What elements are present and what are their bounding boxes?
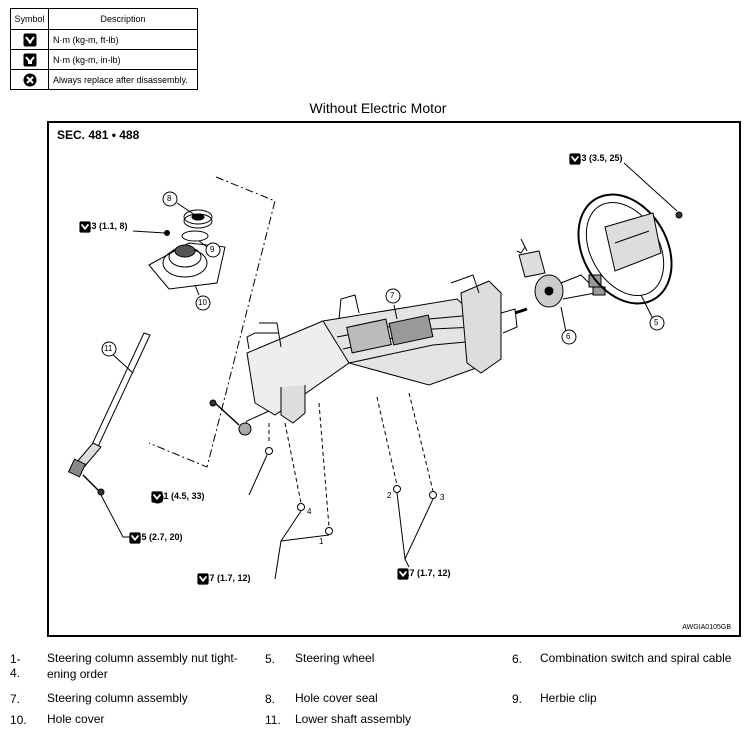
legend-text: Herbie clip	[540, 691, 597, 705]
legend-number: 9.	[512, 692, 523, 706]
torque-label: 34.3 (3.5, 25)	[569, 153, 623, 165]
torque-wrench-icon	[197, 573, 209, 585]
callout-8: 8	[167, 194, 172, 203]
torque-wrench-icon	[129, 532, 141, 544]
torque-wrench-icon	[151, 491, 163, 503]
torque-value: 44.1 (4.5, 33)	[151, 491, 205, 501]
hole-cover-seal	[183, 209, 213, 229]
legend-text: Steering wheel	[295, 651, 375, 665]
column-body	[209, 274, 528, 436]
legend-number: 5.	[265, 652, 276, 666]
torque-value: 34.3 (3.5, 25)	[569, 153, 623, 163]
steering-wheel	[577, 193, 683, 305]
symbol-row: Always replace after disassembly.	[10, 69, 198, 90]
torque-value: 16.7 (1.7, 12)	[197, 573, 251, 583]
callout-7: 7	[390, 291, 395, 300]
legend-number: 10.	[10, 713, 27, 727]
callout-9: 9	[210, 245, 215, 254]
torque-label: 10.3 (1.1, 8)	[79, 221, 128, 233]
alignment-lines	[268, 392, 434, 528]
replace-x-icon	[23, 73, 36, 86]
legend-number: 1-4.	[10, 652, 21, 680]
callout-11: 11	[104, 344, 113, 353]
hole-cover	[148, 230, 226, 290]
leader-lines	[100, 162, 678, 580]
symbol-row: N·m (kg-m, in-lb)	[10, 49, 198, 70]
nut-number-2: 2	[387, 491, 392, 500]
callout-circles	[101, 191, 665, 357]
legend-text: Hole cover	[47, 712, 105, 726]
callout-5: 5	[654, 318, 659, 327]
exploded-diagram: SEC. 481 • 488 AWGIA0105GB 8 9 10 11 7 6…	[47, 121, 741, 637]
symbol-description: Always replace after disassembly.	[48, 69, 198, 90]
torque-label: 44.1 (4.5, 33)	[151, 491, 205, 504]
torque-label: 16.7 (1.7, 12)	[397, 568, 451, 580]
figure-code: AWGIA0105GB	[682, 624, 731, 631]
legend-number: 7.	[10, 692, 21, 706]
lower-shaft-assembly	[67, 332, 151, 496]
torque-value: 10.3 (1.1, 8)	[79, 221, 128, 231]
symbol-table: Symbol Description N·m (kg-m, ft-lb) N·m…	[10, 8, 198, 90]
dashed-boundary	[148, 176, 276, 468]
nut-number-4: 4	[307, 507, 312, 516]
legend-number: 8.	[265, 692, 276, 706]
torque-wrench-icon	[569, 153, 581, 165]
symbol-description: N·m (kg-m, in-lb)	[48, 49, 198, 70]
torque-wrench-inlb-icon	[23, 53, 36, 66]
legend-text: Steering column assembly	[47, 691, 188, 705]
legend-text: Combination switch and spiral cable	[540, 651, 732, 665]
torque-label: 26.5 (2.7, 20)	[129, 532, 183, 544]
legend-text: Hole cover seal	[295, 691, 378, 705]
nut-number-1: 1	[319, 537, 324, 546]
symbol-row: N·m (kg-m, ft-lb)	[10, 29, 198, 50]
symbol-header: Symbol	[10, 8, 49, 30]
torque-value: 16.7 (1.7, 12)	[397, 568, 451, 578]
diagram-caption: Without Electric Motor	[309, 100, 447, 116]
diagram-drawing	[67, 162, 683, 580]
torque-wrench-icon	[397, 568, 409, 580]
legend-text: Lower shaft assembly	[295, 712, 412, 726]
legend-number: 6.	[512, 652, 523, 666]
section-label: SEC. 481 • 488	[57, 128, 140, 142]
nut-number-3: 3	[440, 493, 445, 502]
torque-wrench-icon	[79, 221, 91, 233]
herbie-clip	[181, 230, 209, 242]
symbol-description: N·m (kg-m, ft-lb)	[48, 29, 198, 50]
column-nuts	[265, 447, 437, 535]
description-header: Description	[48, 8, 198, 30]
combination-switch	[516, 238, 606, 308]
torque-value: 26.5 (2.7, 20)	[129, 532, 183, 542]
callout-10: 10	[198, 298, 207, 307]
torque-wrench-icon	[23, 33, 36, 46]
callout-6: 6	[566, 332, 571, 341]
legend-number: 11.	[265, 713, 281, 727]
torque-label: 16.7 (1.7, 12)	[197, 573, 251, 585]
legend-text: Steering column assembly nut tight-ening…	[47, 651, 238, 681]
